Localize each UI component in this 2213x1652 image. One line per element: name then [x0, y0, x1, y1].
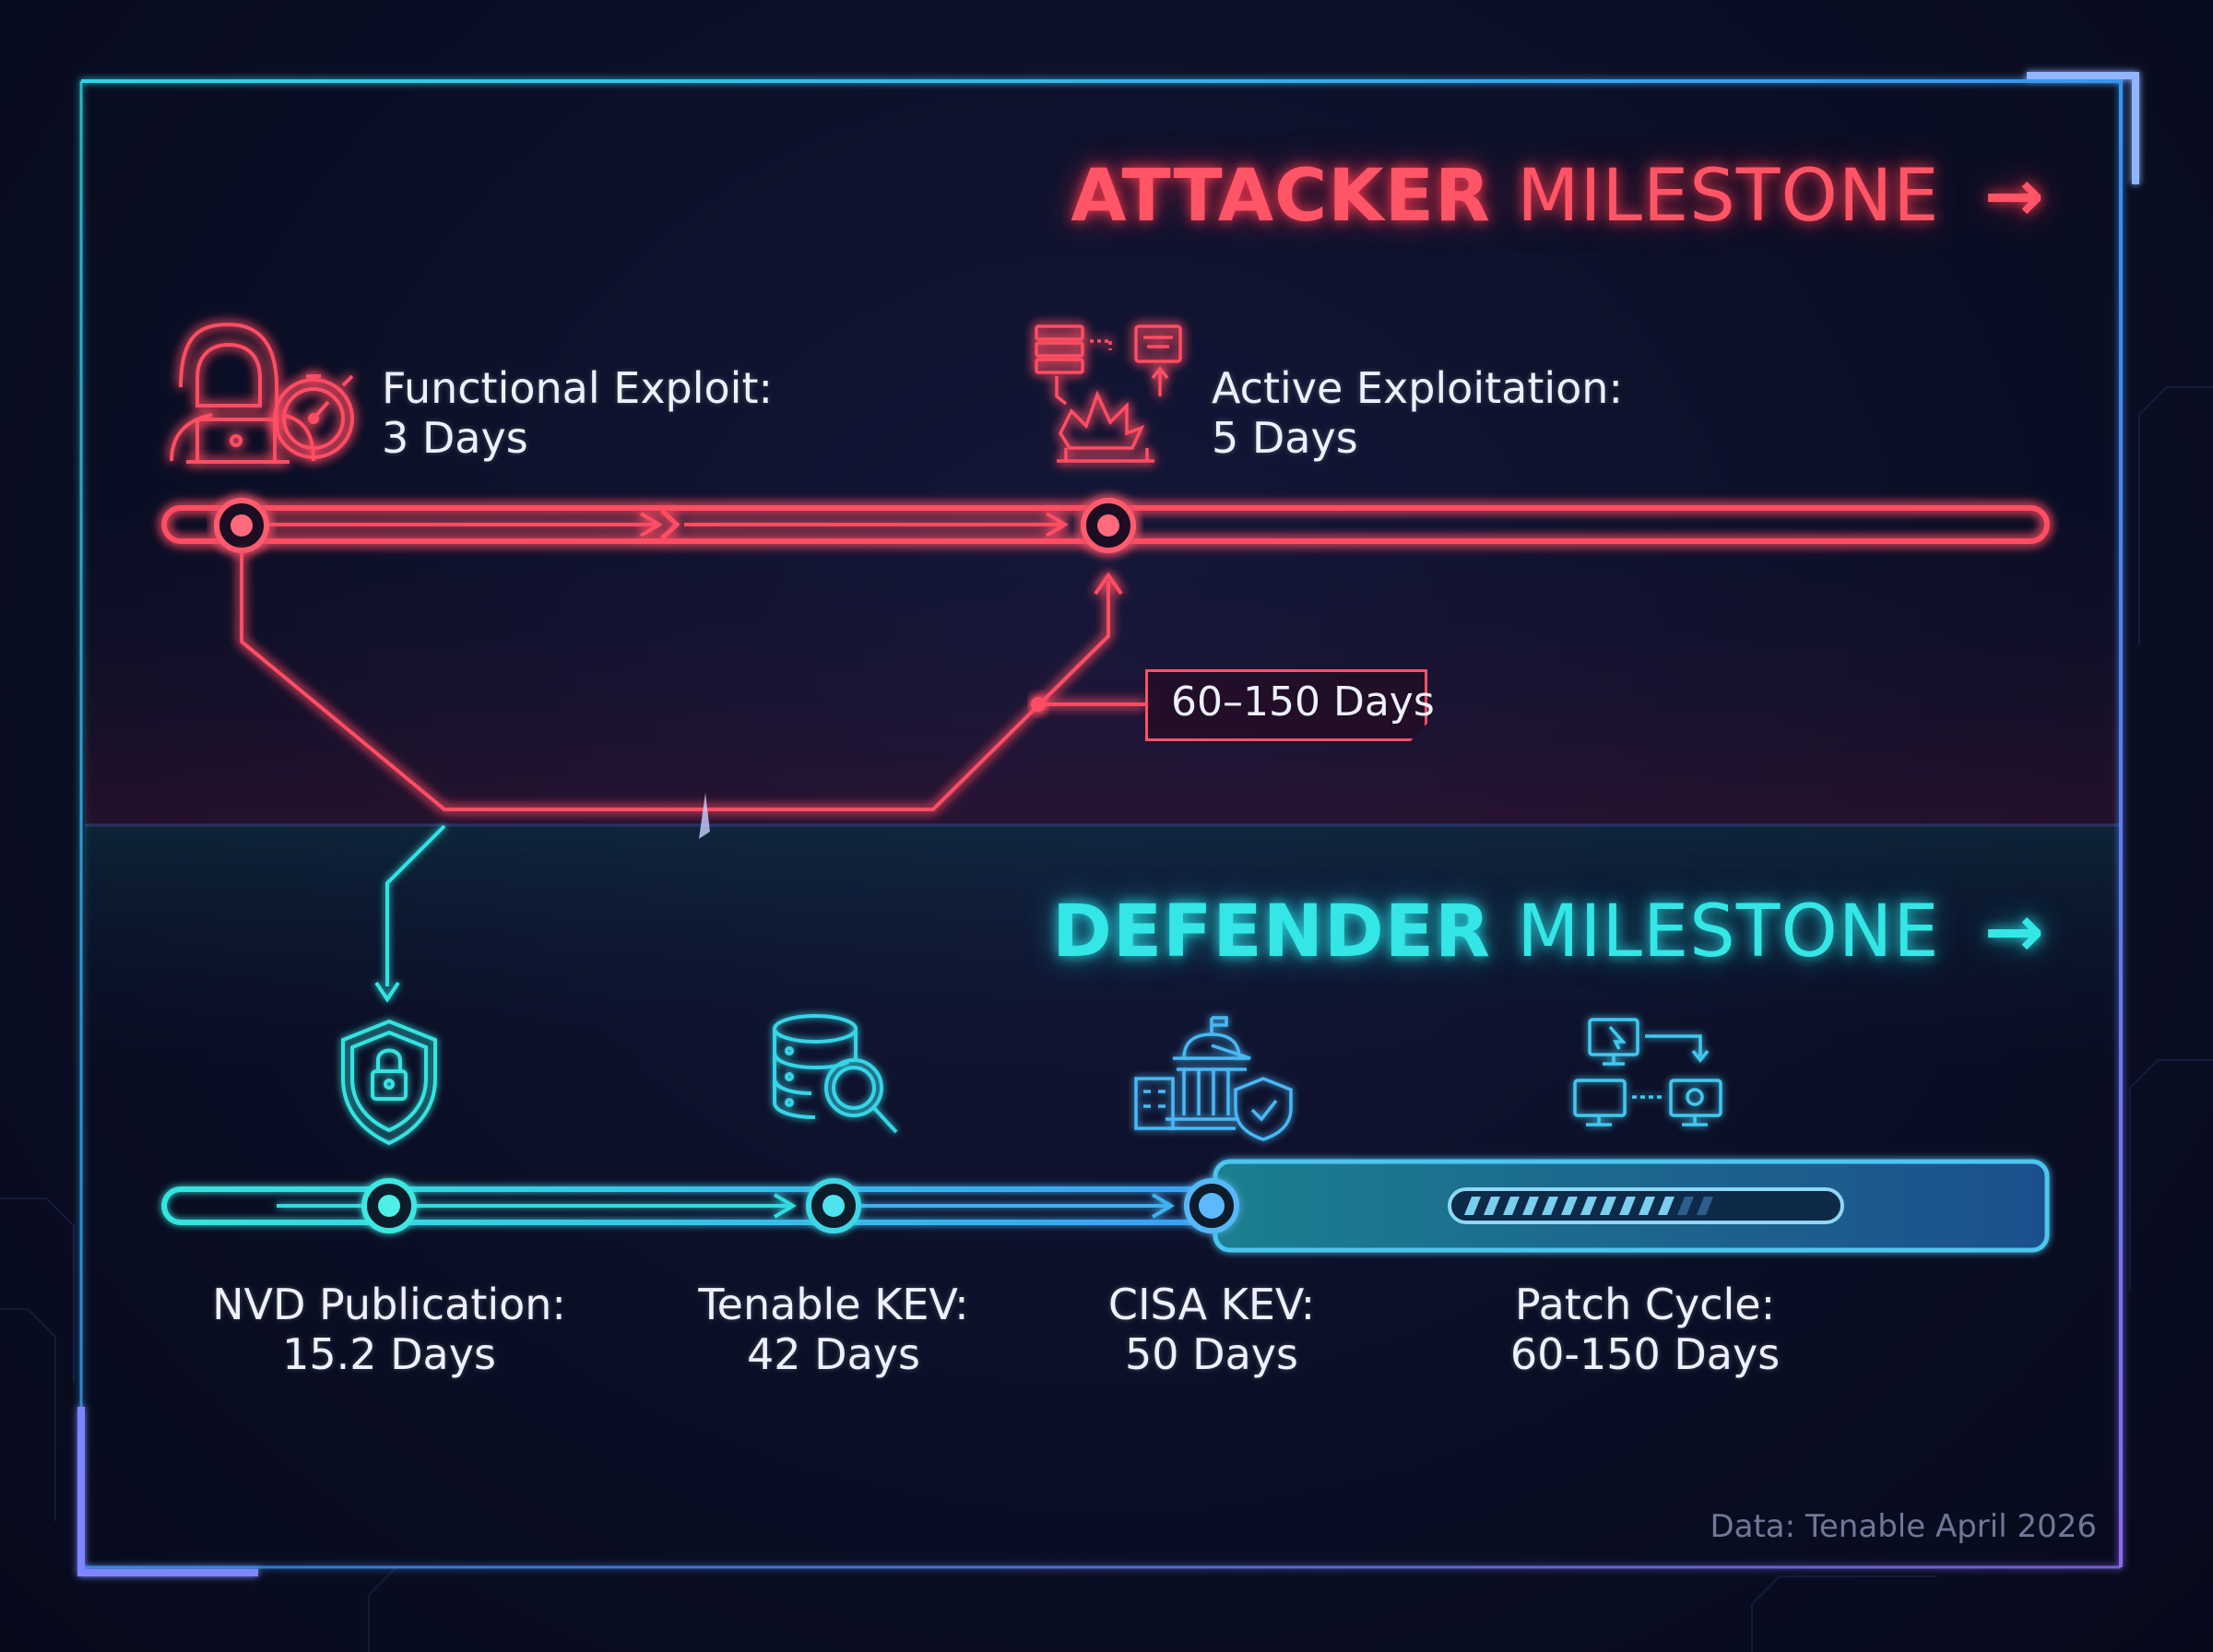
milestone-node-nvd: [361, 1178, 417, 1233]
source-note: Data: Tenable April 2026: [1710, 1508, 2097, 1545]
milestone-duration: 42 Days: [747, 1329, 920, 1379]
milestone-duration: 60-150 Days: [1509, 1329, 1781, 1379]
milestone-node-tenable-kev: [806, 1178, 861, 1233]
functional-exploit-label: Functional Exploit: 3 Days: [382, 363, 773, 463]
milestone-node-active-exploitation: [1081, 498, 1136, 553]
progress-stripe: [1677, 1197, 1694, 1215]
progress-stripe: [1658, 1197, 1675, 1215]
cisa-kev-label: CISA KEV: 50 Days: [1108, 1280, 1315, 1379]
patch-cycle-label: Patch Cycle: 60-150 Days: [1510, 1280, 1780, 1379]
government-building-shield-icon: [1134, 1016, 1293, 1141]
milestone-node-functional-exploit: [214, 498, 269, 553]
progress-stripe: [1697, 1197, 1713, 1215]
arrow-right-icon: →: [1983, 155, 2045, 238]
attacker-gap-connector: [240, 551, 1145, 811]
computers-network-patch-icon: [1573, 1018, 1722, 1127]
milestone-duration: 5 Days: [1212, 413, 1358, 463]
progress-stripe: [1600, 1197, 1616, 1215]
gap-callout-box: [1145, 669, 1427, 741]
milestone-title: NVD Publication:: [212, 1280, 566, 1329]
patch-progress-bar: [1464, 1197, 1713, 1215]
milestone-duration: 15.2 Days: [282, 1329, 496, 1379]
tenable-kev-label: Tenable KEV: 42 Days: [698, 1280, 968, 1379]
milestone-title: Active Exploitation:: [1212, 363, 1623, 413]
callout-anchor-dot: [1031, 697, 1046, 712]
milestone-title: Patch Cycle:: [1514, 1280, 1776, 1329]
active-exploitation-label: Active Exploitation: 5 Days: [1212, 363, 1623, 463]
attacker-milestone-heading: ATTACKER MILESTONE →: [1071, 155, 2045, 238]
defender-heading-light: MILESTONE: [1517, 891, 1940, 974]
defender-zone: [85, 826, 2123, 1066]
progress-stripe: [1639, 1197, 1655, 1215]
attacker-heading-bold: ATTACKER: [1071, 155, 1492, 238]
milestone-title: Functional Exploit:: [382, 363, 773, 413]
stopwatch-icon: [273, 374, 354, 459]
arrow-right-icon: →: [1983, 891, 2045, 974]
milestone-node-cisa-kev: [1184, 1178, 1239, 1233]
shield-lock-icon: [341, 1019, 437, 1146]
background-circuits: [0, 386, 2213, 1652]
server-explosion-icon: [1035, 324, 1182, 463]
progress-stripe: [1522, 1197, 1539, 1215]
defender-heading-bold: DEFENDER: [1052, 891, 1492, 974]
progress-stripe: [1580, 1197, 1597, 1215]
frame: [77, 72, 2139, 1576]
nvd-publication-label: NVD Publication: 15.2 Days: [212, 1280, 566, 1379]
database-search-icon: [773, 1014, 898, 1134]
progress-stripe: [1561, 1197, 1578, 1215]
attacker-heading-light: MILESTONE: [1517, 155, 1940, 238]
defender-milestone-heading: DEFENDER MILESTONE →: [1052, 891, 2045, 974]
progress-stripe: [1503, 1197, 1520, 1215]
divider-spark: [699, 793, 710, 839]
milestone-duration: 3 Days: [382, 413, 528, 463]
milestone-title: Tenable KEV:: [698, 1280, 969, 1329]
defender-track: [161, 1186, 1246, 1225]
progress-stripe: [1542, 1197, 1558, 1215]
progress-stripe: [1619, 1197, 1636, 1215]
milestone-duration: 50 Days: [1125, 1329, 1298, 1379]
attacker-zone: [85, 516, 2123, 824]
progress-stripe: [1484, 1197, 1500, 1215]
progress-stripe: [1464, 1197, 1481, 1215]
gap-callout-text: 60–150 Days: [1171, 678, 1435, 726]
milestone-title: CISA KEV:: [1107, 1280, 1316, 1329]
defender-entry-connector: [374, 824, 446, 1003]
hacker-hooded-laptop-icon: [170, 322, 315, 464]
